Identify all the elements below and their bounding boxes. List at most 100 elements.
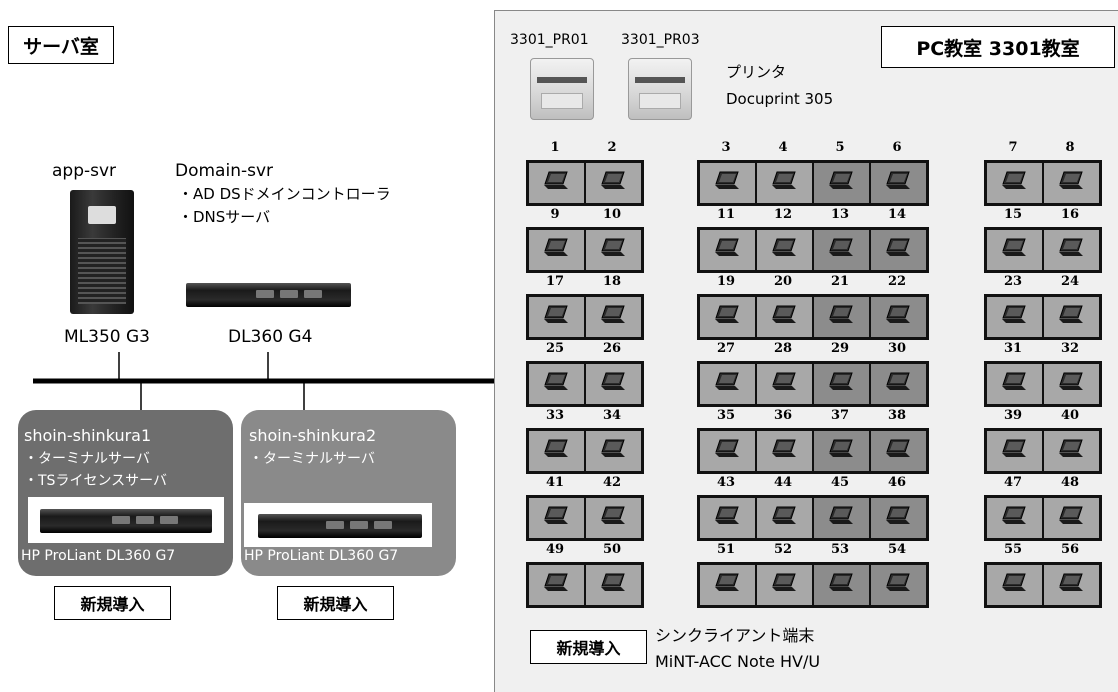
thin-client-seat-4	[757, 163, 814, 203]
seat-number-28: 28	[773, 341, 793, 356]
seat-number-32: 32	[1060, 341, 1080, 356]
seat-number-7: 7	[1008, 140, 1018, 155]
laptop-icon	[827, 169, 857, 197]
laptop-icon	[542, 571, 572, 599]
seat-number-14: 14	[887, 207, 907, 222]
seat-number-24: 24	[1060, 274, 1080, 289]
laptop-icon	[599, 236, 629, 264]
network-lines	[33, 352, 495, 412]
thin-client-seat-36	[757, 431, 814, 471]
thin-client-seat-49	[529, 565, 586, 605]
laptop-icon	[1057, 571, 1087, 599]
seat-number-15: 15	[1003, 207, 1023, 222]
rack-server-icon	[258, 514, 422, 538]
thin-client-seat-27	[700, 364, 757, 404]
laptop-icon	[1000, 504, 1030, 532]
printer-caption-type: プリンタ	[726, 63, 787, 81]
thin-client-seat-38	[871, 431, 926, 471]
thin-client-seat-51	[700, 565, 757, 605]
seat-number-3: 3	[721, 140, 731, 155]
laptop-icon	[542, 303, 572, 331]
rack-server-icon	[186, 283, 351, 307]
shinkura2-model: HP ProLiant DL360 G7	[244, 548, 399, 564]
desk-block	[984, 160, 1102, 206]
seat-number-54: 54	[887, 542, 907, 557]
laptop-icon	[713, 303, 743, 331]
seat-number-18: 18	[602, 274, 622, 289]
shinkura2-new-badge: 新規導入	[277, 586, 394, 620]
thin-client-seat-30	[871, 364, 926, 404]
desk-block	[526, 227, 644, 273]
tower-server-icon	[70, 190, 134, 314]
laptop-icon	[827, 370, 857, 398]
seat-number-52: 52	[773, 542, 793, 557]
laptop-icon	[713, 571, 743, 599]
desk-block	[526, 160, 644, 206]
laptop-icon	[1057, 370, 1087, 398]
thin-client-seat-25	[529, 364, 586, 404]
thin-client-seat-47	[987, 498, 1044, 538]
laptop-icon	[599, 571, 629, 599]
seat-number-1: 1	[550, 140, 560, 155]
thin-client-seat-55	[987, 565, 1044, 605]
printer-caption-model: Docuprint 305	[726, 90, 834, 108]
laptop-icon	[713, 437, 743, 465]
desk-block	[697, 495, 929, 541]
thin-client-seat-19	[700, 297, 757, 337]
domain-svr-role-dns: ・DNSサーバ	[178, 208, 271, 226]
seat-number-27: 27	[716, 341, 736, 356]
desk-block	[526, 361, 644, 407]
desk-block	[526, 562, 644, 608]
laptop-icon	[599, 303, 629, 331]
seat-number-48: 48	[1060, 475, 1080, 490]
seat-number-19: 19	[716, 274, 736, 289]
seat-number-47: 47	[1003, 475, 1023, 490]
thin-client-seat-26	[586, 364, 641, 404]
app-svr-model: ML350 G3	[64, 327, 150, 347]
laptop-icon	[884, 169, 914, 197]
thin-client-seat-20	[757, 297, 814, 337]
seat-number-11: 11	[716, 207, 736, 222]
laptop-icon	[884, 437, 914, 465]
laptop-icon	[770, 504, 800, 532]
seat-number-6: 6	[892, 140, 902, 155]
thin-client-seat-35	[700, 431, 757, 471]
seat-number-35: 35	[716, 408, 736, 423]
laptop-icon	[542, 370, 572, 398]
seat-number-2: 2	[607, 140, 617, 155]
thin-client-seat-40	[1044, 431, 1099, 471]
seat-number-40: 40	[1060, 408, 1080, 423]
seat-number-30: 30	[887, 341, 907, 356]
laptop-icon	[884, 236, 914, 264]
thin-client-seat-18	[586, 297, 641, 337]
laptop-icon	[1000, 437, 1030, 465]
thin-client-seat-54	[871, 565, 926, 605]
seat-number-12: 12	[773, 207, 793, 222]
thin-client-seat-34	[586, 431, 641, 471]
laptop-icon	[770, 169, 800, 197]
laptop-icon	[542, 169, 572, 197]
thin-client-seat-56	[1044, 565, 1099, 605]
shinkura1-role-license: ・TSライセンスサーバ	[24, 473, 168, 489]
laptop-icon	[599, 169, 629, 197]
laptop-icon	[1057, 236, 1087, 264]
printer-icon	[530, 58, 594, 120]
laptop-icon	[1000, 370, 1030, 398]
desk-block	[984, 495, 1102, 541]
thin-client-seat-44	[757, 498, 814, 538]
desk-block	[697, 227, 929, 273]
thin-client-seat-29	[814, 364, 871, 404]
seat-number-16: 16	[1060, 207, 1080, 222]
desk-block	[697, 294, 929, 340]
laptop-icon	[827, 303, 857, 331]
laptop-icon	[770, 571, 800, 599]
laptop-icon	[827, 504, 857, 532]
laptop-icon	[599, 370, 629, 398]
shinkura2-panel	[241, 410, 456, 576]
client-model: MiNT-ACC Note HV/U	[655, 652, 821, 671]
laptop-icon	[1000, 571, 1030, 599]
seat-number-43: 43	[716, 475, 736, 490]
seat-number-8: 8	[1065, 140, 1075, 155]
seat-number-33: 33	[545, 408, 565, 423]
thin-client-seat-53	[814, 565, 871, 605]
